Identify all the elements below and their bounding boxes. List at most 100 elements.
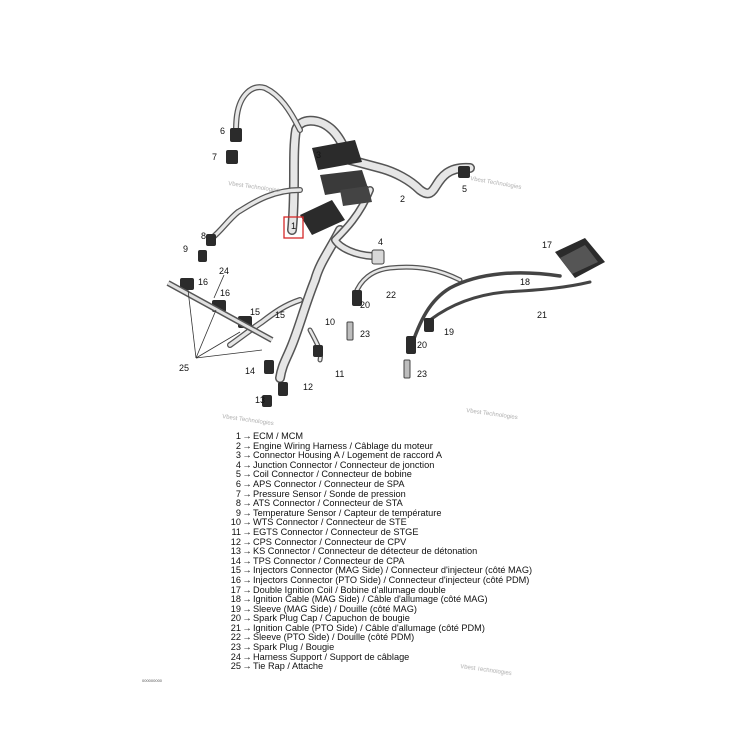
- legend-text: Spark Plug Cap / Capuchon de bougie: [253, 613, 410, 624]
- legend-text: Ignition Cable (MAG Side) / Câble d'allu…: [253, 594, 488, 605]
- legend-row: 11→EGTS Connector / Connecteur de STGE: [229, 526, 649, 538]
- legend-text: Temperature Sensor / Capteur de températ…: [253, 507, 442, 518]
- plug-cap-part: [424, 318, 434, 332]
- ats-connector-part: [206, 234, 216, 246]
- legend-row: 4→Junction Connector / Connecteur de jon…: [229, 459, 649, 471]
- callout-label: 15: [250, 307, 260, 317]
- sleeve-pto-part: [352, 290, 362, 306]
- callout-label: 2: [400, 194, 405, 204]
- legend-number: 15: [230, 565, 241, 576]
- legend-row: 13→KS Connector / Connecteur de détecteu…: [229, 546, 649, 557]
- legend-row: 3→Connector Housing A / Logement de racc…: [229, 450, 649, 461]
- legend-row: 21→Ignition Cable (PTO Side) / Câble d'a…: [229, 622, 649, 634]
- arrow-icon: →: [242, 584, 252, 595]
- legend-number: 1: [235, 431, 241, 441]
- arrow-icon: →: [242, 565, 252, 576]
- callout-label: 13: [255, 395, 265, 405]
- arrow-icon: →: [242, 603, 252, 614]
- legend-text: TPS Connector / Connecteur de CPA: [253, 555, 405, 566]
- legend-number: 24: [230, 651, 241, 662]
- arrow-icon: →: [242, 546, 252, 557]
- wts-connector-part: [313, 345, 323, 357]
- callout-label: 1: [291, 221, 296, 231]
- legend-number: 16: [230, 574, 241, 585]
- legend-text: Injectors Connector (MAG Side) / Connect…: [253, 565, 533, 576]
- callout-labels: 1 2 3 4 5 6 7 8 9 10 11 12 13 14 15 15 1…: [179, 126, 552, 405]
- aps-connector-part: [230, 128, 242, 142]
- legend-number: 19: [230, 603, 241, 614]
- legend-row: 1→ECM / MCM: [229, 431, 649, 442]
- legend-row: 2→Engine Wiring Harness / Câblage du mot…: [229, 440, 649, 452]
- legend-number: 17: [230, 584, 241, 595]
- legend-text: Injectors Connector (PTO Side) / Connect…: [253, 574, 530, 585]
- legend-text: Harness Support / Support de câblage: [253, 651, 410, 662]
- callout-label: 15: [275, 310, 285, 320]
- arrow-icon: →: [242, 622, 252, 633]
- legend-number: 8: [235, 498, 241, 509]
- legend-text: WTS Connector / Connecteur de STE: [253, 517, 407, 528]
- arrow-icon: →: [242, 469, 252, 480]
- arrow-icon: →: [242, 613, 252, 624]
- legend-row: 8→ATS Connector / Connecteur de STA: [229, 498, 649, 509]
- cps-connector-part: [278, 382, 288, 396]
- pressure-sensor-part: [226, 150, 238, 164]
- junction-connector-part: [371, 249, 385, 265]
- spark-plug-2: [403, 359, 411, 379]
- legend-text: EGTS Connector / Connecteur de STGE: [253, 526, 419, 537]
- legend-text: ECM / MCM: [253, 431, 304, 441]
- arrow-icon: →: [242, 450, 252, 461]
- legend-number: 25: [230, 661, 241, 672]
- legend-number: 11: [231, 526, 241, 537]
- legend-row: 12→CPS Connector / Connecteur de CPV: [229, 537, 649, 548]
- legend-number: 6: [235, 478, 241, 489]
- legend-text: Ignition Cable (PTO Side) / Câble d'allu…: [253, 622, 485, 633]
- arrow-icon: →: [242, 555, 252, 566]
- watermark: Vbest Technologies: [228, 181, 280, 194]
- legend-text: Junction Connector / Connecteur de jonct…: [253, 459, 435, 470]
- legend-row: 6→APS Connector / Connecteur de SPA: [229, 478, 649, 490]
- arrow-icon: →: [242, 488, 252, 499]
- legend-number: 10: [230, 517, 241, 528]
- legend-row: 14→TPS Connector / Connecteur de CPA: [229, 555, 649, 567]
- callout-label: 25: [179, 363, 189, 373]
- callout-label: 16: [198, 277, 208, 287]
- legend-number: 7: [235, 488, 241, 499]
- legend-row: 15→Injectors Connector (MAG Side) / Conn…: [229, 566, 649, 576]
- legend-row: 7→Pressure Sensor / Sonde de pression: [229, 488, 649, 500]
- arrow-icon: →: [242, 431, 252, 441]
- legend-row: 17→Double Ignition Coil / Bobine d'allum…: [229, 584, 649, 596]
- arrow-icon: →: [242, 594, 252, 605]
- temp-sensor-part: [198, 250, 207, 262]
- arrow-icon: →: [242, 478, 252, 489]
- legend-text: Tie Rap / Attache: [253, 661, 324, 672]
- arrow-icon: →: [242, 498, 252, 509]
- legend-text: Coil Connector / Connecteur de bobine: [253, 469, 412, 480]
- watermark: Vbest Technologies: [470, 176, 522, 191]
- ecm: [300, 140, 372, 235]
- callout-label: 9: [183, 244, 188, 254]
- harness-support: [166, 280, 274, 343]
- legend-row: 19→Sleeve (MAG Side) / Douille (côté MAG…: [229, 603, 649, 615]
- legend-number: 13: [230, 546, 241, 557]
- callout-label: 16: [220, 288, 230, 298]
- callout-label: 20: [360, 300, 370, 310]
- legend-number: 2: [235, 440, 241, 451]
- double-ignition-coil: [555, 238, 605, 278]
- arrow-icon: →: [242, 574, 252, 585]
- callout-label: 23: [417, 369, 427, 379]
- legend-text: Engine Wiring Harness / Câblage du moteu…: [253, 440, 433, 451]
- arrow-icon: →: [242, 526, 252, 537]
- legend-row: 25→Tie Rap / Attache: [229, 661, 649, 672]
- callout-label: 12: [303, 382, 313, 392]
- highlight-box: [283, 216, 304, 239]
- watermark: Vbest Technologies: [466, 408, 518, 421]
- injector-connector-1: [180, 278, 194, 290]
- legend-number: 3: [235, 450, 241, 461]
- spark-plugs: [346, 321, 411, 379]
- callout-label: 14: [245, 366, 255, 376]
- arrow-icon: →: [242, 507, 252, 518]
- legend-number: 18: [230, 594, 241, 605]
- corner-mark: 000000000: [142, 678, 163, 683]
- callout-label: 11: [335, 369, 344, 379]
